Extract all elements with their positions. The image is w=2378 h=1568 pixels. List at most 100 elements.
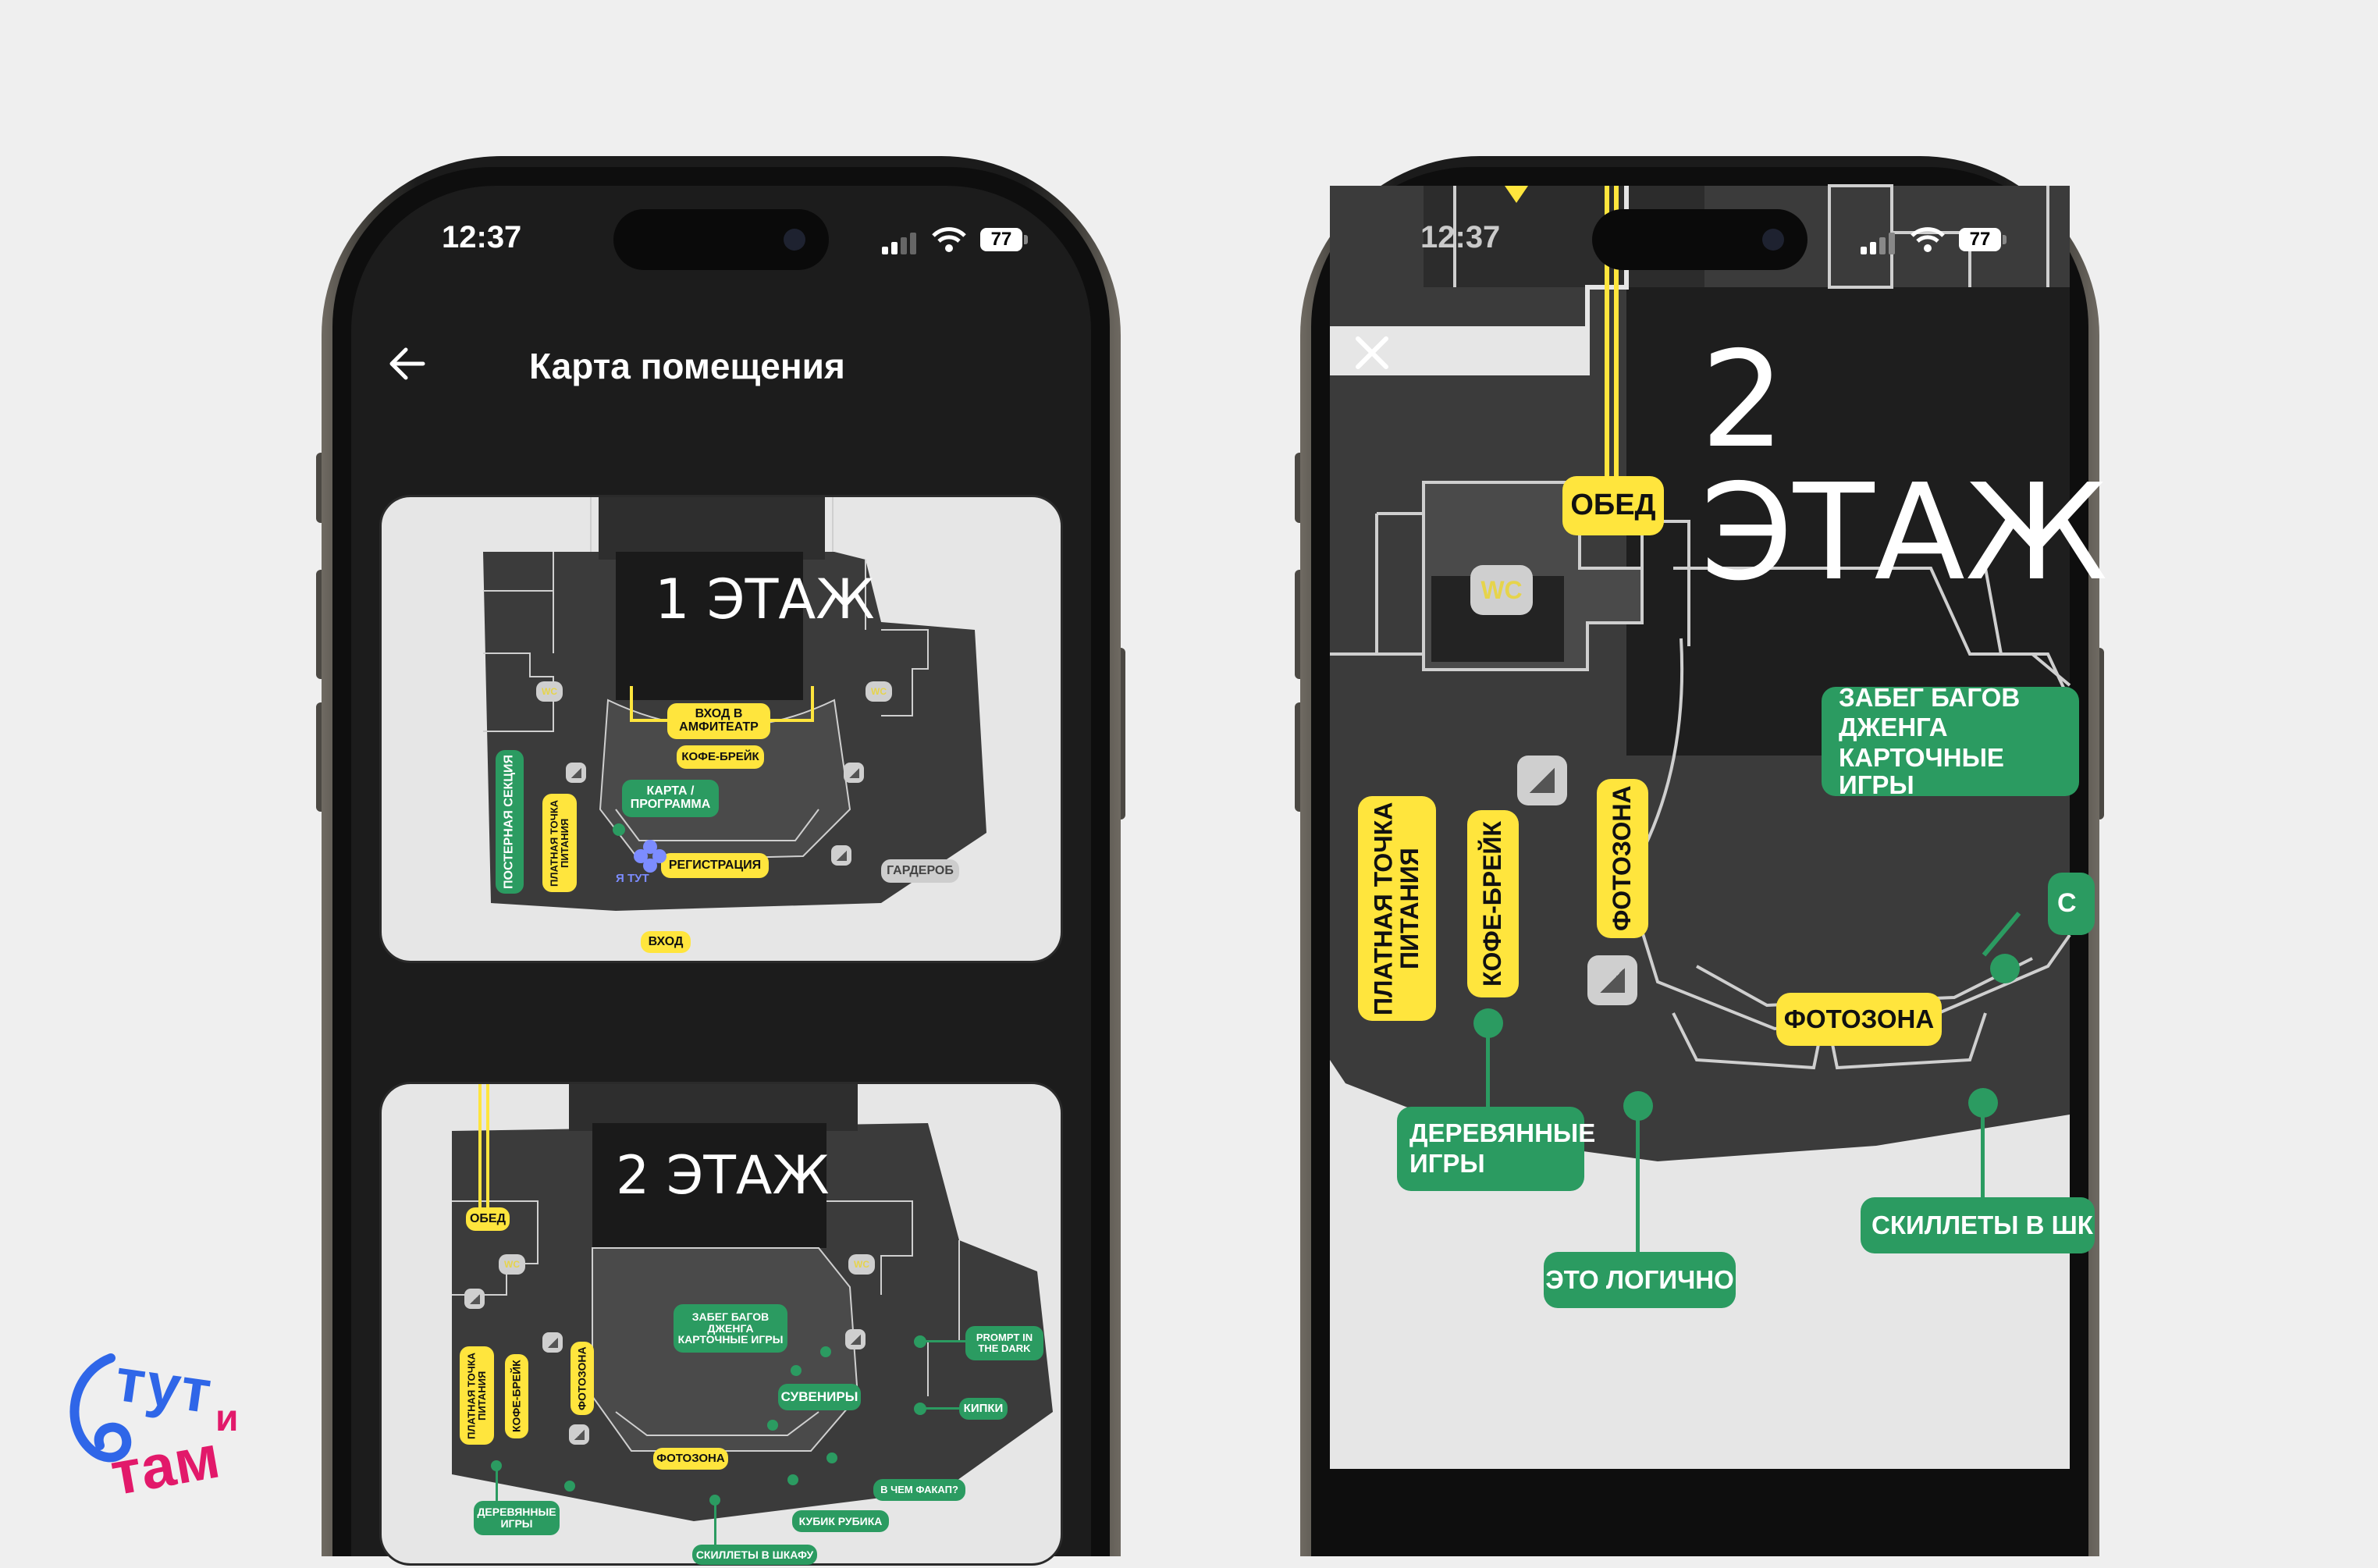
bugs-line-2: ДЖЕНГА bbox=[1839, 713, 1948, 742]
signal-icon bbox=[1861, 233, 1895, 254]
wc-icon: WC bbox=[848, 1254, 875, 1275]
dynamic-island bbox=[1592, 209, 1807, 270]
wooden-line-1: ДЕРЕВЯННЫЕ bbox=[1409, 1118, 1596, 1148]
marker-line bbox=[496, 1467, 498, 1501]
signal-icon bbox=[882, 233, 916, 254]
bugs-line-3: КАРТОЧНЫЕ ИГРЫ bbox=[1839, 743, 2004, 799]
label-coffee-break[interactable]: КОФЕ-БРЕЙК bbox=[677, 745, 764, 769]
label-prompt-in-the-dark[interactable]: PROMPT IN THE DARK bbox=[965, 1326, 1043, 1360]
stairs-icon bbox=[566, 763, 586, 783]
brand-word-i: и bbox=[215, 1398, 239, 1439]
map-marker bbox=[613, 823, 625, 836]
label-photozone[interactable]: ФОТОЗОНА bbox=[1776, 993, 1942, 1046]
brand-word-tut: тут bbox=[111, 1344, 216, 1427]
status-time: 12:37 bbox=[1420, 220, 1501, 254]
label-map-program[interactable]: КАРТА / ПРОГРАММА bbox=[622, 780, 719, 817]
label-this-is-logical[interactable]: ЭТО ЛОГИЧНО bbox=[1544, 1252, 1736, 1308]
page-title: Карта помещения bbox=[529, 346, 845, 386]
label-wooden-games[interactable]: ДЕРЕВЯННЫЕ ИГРЫ bbox=[474, 1501, 560, 1535]
label-coffee-break[interactable]: КОФЕ-БРЕЙК bbox=[505, 1354, 528, 1438]
marker-line bbox=[1981, 1115, 1985, 1219]
map-marker bbox=[767, 1420, 778, 1431]
wc-icon: WC bbox=[499, 1254, 525, 1275]
marker-line bbox=[920, 1340, 965, 1342]
label-bugs-jenga-cards[interactable]: ЗАБЕГ БАГОВ ДЖЕНГА КАРТОЧНЫЕ ИГРЫ bbox=[674, 1304, 787, 1353]
stairs-icon bbox=[845, 1329, 866, 1349]
brand-logo-curve-icon bbox=[69, 1353, 132, 1463]
label-souvenirs[interactable]: СУВЕНИРЫ bbox=[778, 1384, 861, 1410]
zoomed-map-viewport[interactable]: 2 ЭТАЖ ОБЕД WC ЗАБЕГ БАГОВ ДЖЕНГА КАРТОЧ… bbox=[1330, 184, 2108, 1469]
status-time: 12:37 bbox=[442, 220, 522, 254]
label-wardrobe[interactable]: ГАРДЕРОБ bbox=[881, 859, 959, 883]
label-you-are-here: Я ТУТ bbox=[616, 872, 649, 885]
lunch-connector bbox=[1605, 186, 1609, 490]
flower-you-are-here-icon bbox=[634, 840, 666, 873]
stairs-icon bbox=[844, 763, 864, 783]
stairs-icon bbox=[831, 845, 851, 866]
label-amphi-entrance[interactable]: ВХОД В АМФИТЕАТР bbox=[667, 703, 770, 739]
map-marker bbox=[826, 1452, 837, 1463]
top-arrow-icon bbox=[1505, 186, 1528, 203]
lunch-connector bbox=[486, 1084, 489, 1209]
stairs-icon bbox=[464, 1289, 485, 1309]
stairs-icon bbox=[1587, 955, 1637, 1005]
label-coffee-break[interactable]: КОФЕ-БРЕЙК bbox=[1467, 810, 1519, 997]
close-icon[interactable] bbox=[1350, 331, 1394, 375]
label-entrance[interactable]: ВХОД bbox=[641, 931, 691, 953]
left-phone-screen: 12:37 77 Карта помещения 1 ЭТАЖ bbox=[351, 186, 1091, 1566]
battery-level: 77 bbox=[990, 229, 1012, 250]
brand-logo: тут и там bbox=[62, 1342, 265, 1514]
lunch-connector bbox=[478, 1084, 482, 1209]
map-marker bbox=[1623, 1091, 1653, 1121]
wooden-line-2: ИГРЫ bbox=[1409, 1149, 1485, 1178]
camera-icon bbox=[784, 229, 805, 251]
stairs-icon bbox=[542, 1332, 563, 1353]
label-rubik[interactable]: КУБИК РУБИКА bbox=[792, 1510, 889, 1532]
map-marker bbox=[1968, 1088, 1998, 1118]
label-paid-food[interactable]: ПЛАТНАЯ ТОЧКА ПИТАНИЯ bbox=[1358, 796, 1436, 1021]
wc-icon: WC bbox=[536, 681, 563, 702]
label-photozone-vertical[interactable]: ФОТОЗОНА bbox=[571, 1342, 594, 1415]
label-photozone[interactable]: ФОТОЗОНА bbox=[653, 1448, 728, 1470]
label-partial-c[interactable]: С bbox=[2048, 873, 2095, 935]
dynamic-island bbox=[613, 209, 829, 270]
battery-tip bbox=[1024, 235, 1028, 244]
map-marker bbox=[709, 1495, 720, 1506]
label-kipki[interactable]: КИПКИ bbox=[959, 1398, 1008, 1420]
right-phone-screen: 2 ЭТАЖ ОБЕД WC ЗАБЕГ БАГОВ ДЖЕНГА КАРТОЧ… bbox=[1330, 184, 2108, 1556]
label-skillets[interactable]: СКИЛЛЕТЫ В ШК bbox=[1861, 1197, 2095, 1253]
battery-level: 77 bbox=[1969, 229, 1991, 250]
amphi-connector bbox=[630, 686, 633, 720]
marker-line bbox=[1486, 1033, 1490, 1108]
floor2-map-card[interactable]: 2 ЭТАЖ ОБЕД WC WC ЗАБЕГ БАГОВ ДЖЕНГА КАР… bbox=[379, 1082, 1063, 1566]
label-skillets[interactable]: СКИЛЛЕТЫ В ШКАФУ bbox=[692, 1545, 817, 1565]
map-marker bbox=[1473, 1008, 1503, 1038]
camera-icon bbox=[1762, 229, 1784, 251]
label-wooden-games[interactable]: ДЕРЕВЯННЫЕ ИГРЫ bbox=[1397, 1107, 1595, 1191]
lunch-connector bbox=[1614, 186, 1619, 490]
back-arrow-icon[interactable] bbox=[386, 342, 429, 386]
wifi-icon bbox=[1911, 227, 1945, 252]
label-registration[interactable]: РЕГИСТРАЦИЯ bbox=[661, 853, 769, 878]
marker-line bbox=[920, 1407, 961, 1410]
floor1-map-card[interactable]: 1 ЭТАЖ WC WC ВХОД В АМФИТЕАТР КОФЕ-БРЕЙК… bbox=[379, 495, 1063, 963]
label-bugs-jenga-cards[interactable]: ЗАБЕГ БАГОВ ДЖЕНГА КАРТОЧНЫЕ ИГРЫ bbox=[1822, 682, 2079, 799]
floor2-title: 2 ЭТАЖ bbox=[616, 1145, 830, 1207]
bugs-line-1: ЗАБЕГ БАГОВ bbox=[1839, 682, 2021, 712]
label-poster-section[interactable]: ПОСТЕРНАЯ СЕКЦИЯ bbox=[496, 750, 524, 894]
marker-line bbox=[714, 1501, 716, 1545]
map-marker bbox=[491, 1460, 502, 1471]
map-marker bbox=[787, 1474, 798, 1485]
stairs-icon bbox=[569, 1424, 589, 1445]
label-lunch[interactable]: ОБЕД bbox=[466, 1207, 510, 1231]
wifi-icon bbox=[932, 227, 966, 252]
label-lunch[interactable]: ОБЕД bbox=[1562, 476, 1664, 535]
stairs-icon bbox=[1517, 756, 1567, 805]
label-paid-food[interactable]: ПЛАТНАЯ ТОЧКА ПИТАНИЯ bbox=[542, 794, 577, 892]
label-whats-fuckup[interactable]: В ЧЕМ ФАКАП? bbox=[873, 1479, 965, 1501]
marker-line bbox=[1636, 1118, 1640, 1261]
amphi-connector bbox=[811, 686, 814, 720]
label-photozone-vertical[interactable]: ФОТОЗОНА bbox=[1597, 779, 1648, 938]
label-paid-food[interactable]: ПЛАТНАЯ ТОЧКА ПИТАНИЯ bbox=[460, 1346, 494, 1445]
map-marker bbox=[820, 1346, 831, 1357]
